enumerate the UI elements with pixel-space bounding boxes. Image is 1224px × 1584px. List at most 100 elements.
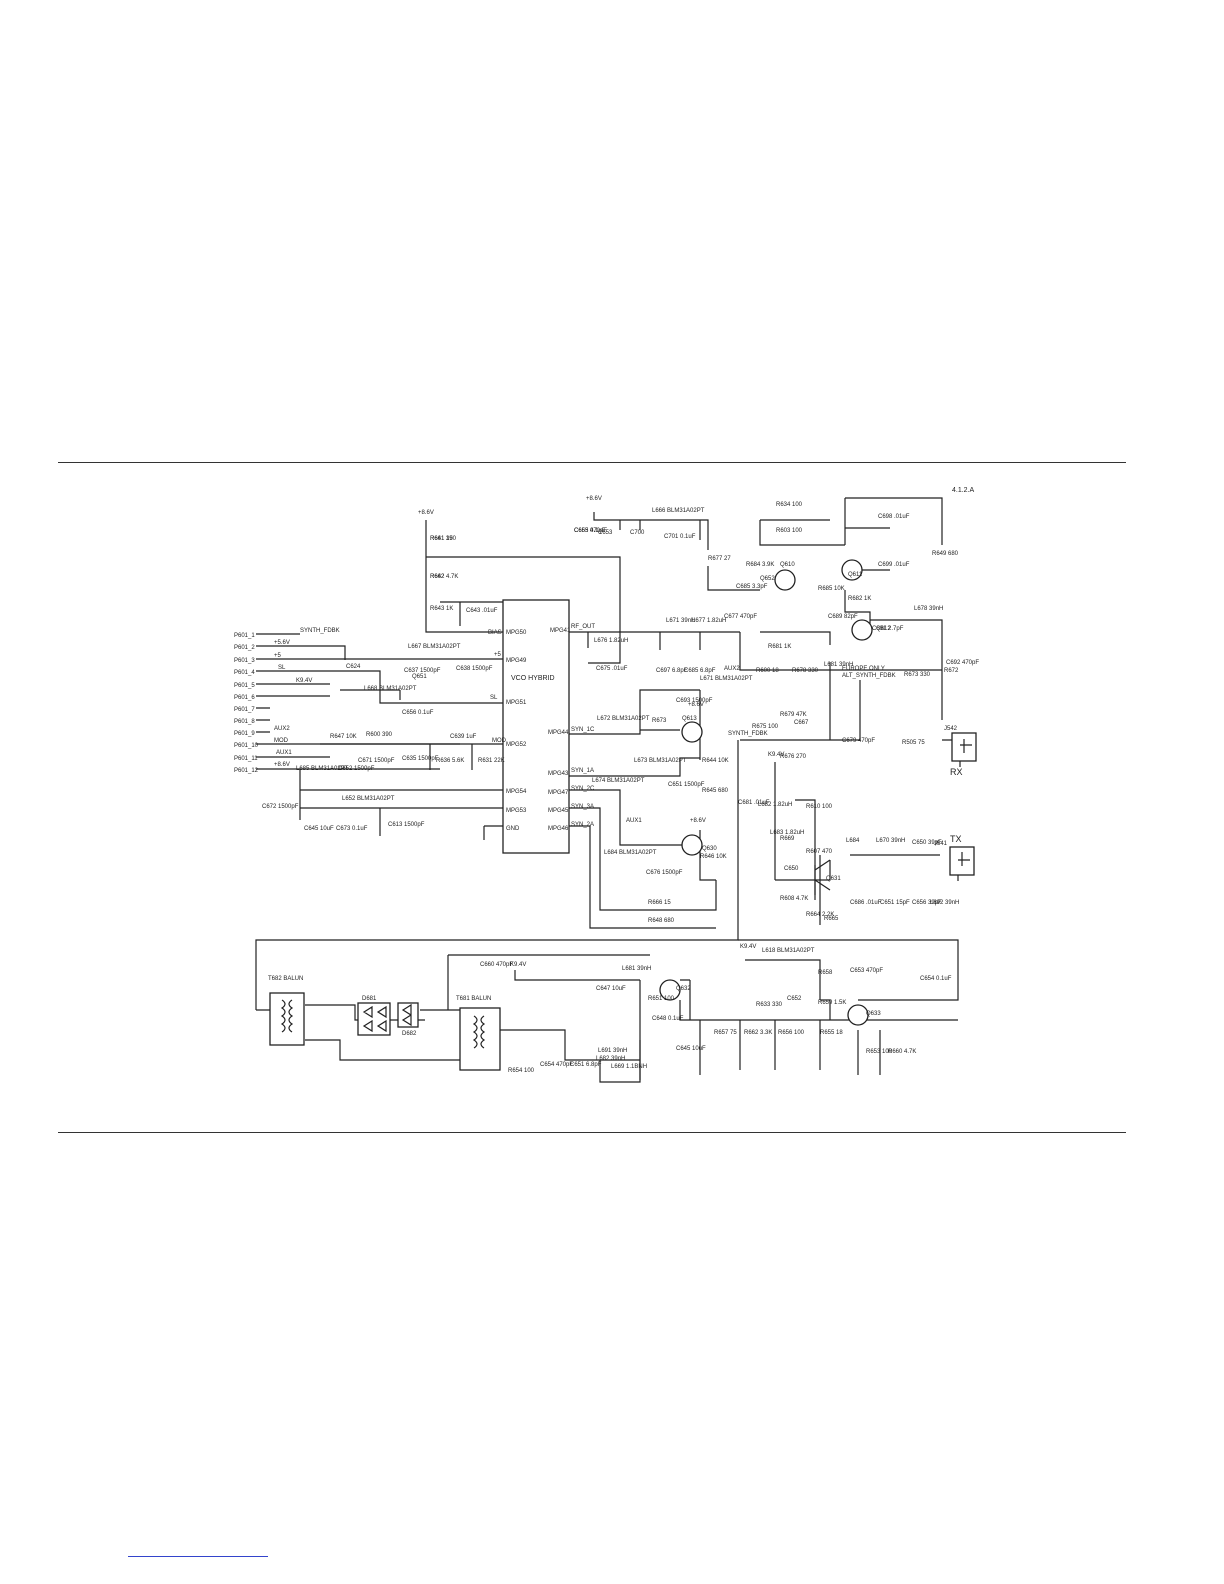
resistor-label: R657 75: [714, 1030, 737, 1036]
rail-label: K9.4V: [740, 944, 756, 950]
connector-pin: P601_7: [234, 707, 255, 713]
capacitor-label: C698 .01uF: [878, 514, 910, 520]
capacitor-label: C699 .01uF: [878, 562, 910, 568]
resistor-label: R608 4.7K: [780, 896, 808, 902]
inductor-label: L681 39nH: [824, 662, 853, 668]
bead-label: L666 BLM31A02PT: [652, 508, 705, 514]
capacitor-label: C681 .01uF: [738, 800, 770, 806]
hybrid-pin: MPG45: [548, 808, 569, 814]
connector-pin: P601_4: [234, 670, 255, 676]
capacitor-label: C645 10uF: [304, 826, 334, 832]
transistor-q611: [841, 559, 863, 581]
capacitor-label: C677 470pF: [724, 614, 757, 620]
hybrid-pin: MPG47: [548, 790, 569, 796]
capacitor-label: C653: [598, 530, 613, 536]
transistor-q610: [851, 619, 873, 641]
connector-p601: P601_1 P601_2 P601_3 P601_4 P601_5 P601_…: [234, 628, 340, 774]
rail-label: +8.6V: [688, 702, 704, 708]
inductor-label: L670 39nH: [876, 838, 905, 844]
capacitor-label: C675 .01uF: [596, 666, 628, 672]
resistor-label: R685 10K: [818, 586, 845, 592]
capacitor-label: C651 15pF: [880, 900, 910, 906]
capacitor-label: C672 1500pF: [262, 804, 299, 810]
connector-signal: MOD: [274, 738, 289, 744]
resistor-label: R505 75: [902, 740, 925, 746]
resistor-label: R631 22K: [478, 758, 505, 764]
capacitor-label: C685 3.3pF: [736, 584, 768, 590]
resistor-label: R644 10K: [702, 758, 729, 764]
bottom-rule: [58, 1132, 1126, 1133]
transistor-label: Q610: [780, 562, 795, 568]
capacitor-label: C653 470pF: [850, 968, 883, 974]
resistor-label: R633 330: [756, 1002, 783, 1008]
capacitor-label: C671 1500pF: [358, 758, 395, 764]
balun-t681: T681 BALUN: [456, 996, 501, 1071]
capacitor-label: C613 1500pF: [388, 822, 425, 828]
balun-label: T682 BALUN: [268, 976, 303, 982]
footer-link-underline[interactable]: [128, 1556, 268, 1557]
diode-d682: D682: [397, 1002, 419, 1037]
capacitor-label: C692 470pF: [946, 660, 979, 666]
hybrid-pin: MPG54: [506, 789, 527, 795]
hybrid-pin: SYN_1A: [571, 768, 594, 774]
capacitor-label: C691 2.7pF: [872, 626, 904, 632]
bead-label: L618 BLM31A02PT: [762, 948, 815, 954]
resistor-label: R645 680: [702, 788, 729, 794]
capacitor-label: C651 1500pF: [668, 782, 705, 788]
connector-pin: P601_10: [234, 743, 259, 749]
connector-pin: P601_11: [234, 756, 258, 762]
capacitor-label: C686 .01uF: [850, 900, 882, 906]
capacitor-label: C679 470pF: [842, 738, 875, 744]
capacitor-label: C660 470pF: [480, 962, 513, 968]
hybrid-pin: MPG46: [548, 826, 569, 832]
wiring-left: [299, 520, 621, 840]
rail-label: K9.4V: [510, 962, 526, 968]
balun-label: T681 BALUN: [456, 996, 491, 1002]
connector-signal: +5: [274, 653, 282, 659]
hybrid-pin: MPG51: [506, 700, 527, 706]
note-alt-synth: ALT_SYNTH_FDBK: [842, 673, 896, 679]
capacitor-label: C639 1uF: [450, 734, 477, 740]
transistor-q632: [774, 569, 796, 591]
connector-signal: K9.4V: [296, 678, 312, 684]
capacitor-label: C635 1500pF: [402, 756, 439, 762]
hybrid-pin: SL: [490, 695, 498, 701]
capacitor-label: C647 10uF: [596, 986, 626, 992]
inductor-label: L677 1.82uH: [692, 618, 726, 624]
resistor-label: R610 100: [806, 804, 833, 810]
capacitor-label: C701 0.1uF: [664, 534, 696, 540]
connector-pin: P601_5: [234, 683, 255, 689]
hybrid-pin: MPG41: [550, 628, 571, 634]
capacitor-label: C663 0.1uF: [574, 528, 606, 534]
capacitor-label: C645 10uF: [676, 1046, 706, 1052]
inductor-label: L683 1.82uH: [770, 830, 804, 836]
diode-d681: D681: [357, 996, 391, 1036]
rail-label: +8.6V: [586, 496, 602, 502]
resistor-label: R677 27: [708, 556, 731, 562]
resistor-label: R603 100: [776, 528, 803, 534]
capacitor-label: C652 1500pF: [338, 766, 375, 772]
resistor-label: R682 1K: [848, 596, 871, 602]
capacitor-label: C697 6.8pF: [656, 668, 688, 674]
inductor-label: L692 39nH: [930, 900, 959, 906]
resistor-label: R679 47K: [780, 712, 807, 718]
tx-jack-label: J541: [934, 841, 948, 847]
capacitor-label: C648 0.1uF: [652, 1016, 684, 1022]
hybrid-pin: MPG44: [548, 730, 569, 736]
inductor-label: L691 39nH: [598, 1048, 627, 1054]
resistor-label: R660 4.7K: [888, 1049, 916, 1055]
resistor-label: R646 10K: [700, 854, 727, 860]
connector-signal: SYNTH_FDBK: [300, 628, 340, 634]
bead-label: L674 BLM31A02PT: [592, 778, 645, 784]
capacitor-label: C673 0.1uF: [336, 826, 368, 832]
hybrid-pin: +5: [494, 652, 502, 658]
resistor-label: R672: [944, 668, 959, 674]
inductor-label: L678 39nH: [914, 606, 943, 612]
resistor-label: R669: [780, 836, 795, 842]
resistor-label: R676 270: [780, 754, 807, 760]
resistor-label: R649 680: [932, 551, 959, 557]
hybrid-pin: MPG52: [506, 742, 527, 748]
capacitor-label: C637 1500pF: [404, 668, 441, 674]
